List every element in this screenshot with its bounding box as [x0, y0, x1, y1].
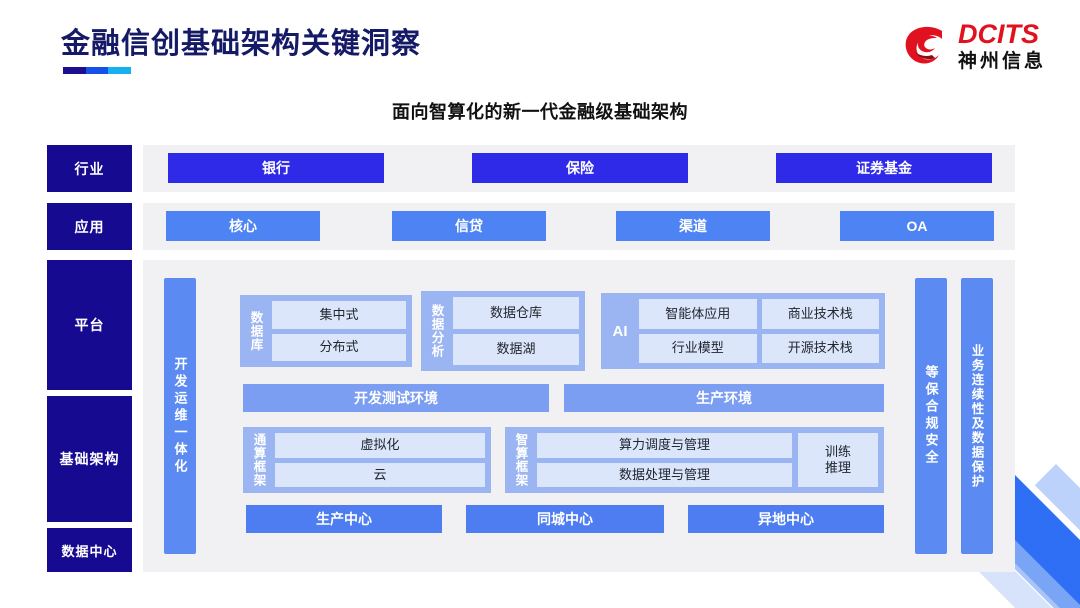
- page-header: 金融信创基础架构关键洞察 DCITS 神州信息: [0, 0, 1080, 88]
- cell-industry-model[interactable]: 行业模型: [639, 333, 757, 363]
- datacenter-chip-remote[interactable]: 异地中心: [688, 505, 884, 533]
- row-label-application: 应用: [47, 203, 132, 250]
- cell-agent-application[interactable]: 智能体应用: [639, 299, 757, 329]
- group-data-analysis: 数据分析 数据仓库 数据湖: [421, 291, 585, 371]
- industry-chip-insurance[interactable]: 保险: [472, 153, 688, 183]
- logo-cn-text: 神州信息: [957, 51, 1046, 72]
- cell-compute-scheduling[interactable]: 算力调度与管理: [537, 433, 792, 458]
- application-chip-oa[interactable]: OA: [840, 211, 994, 241]
- cell-data-warehouse[interactable]: 数据仓库: [453, 297, 579, 329]
- row-label-industry: 行业: [47, 145, 132, 192]
- title-underline-rule: [63, 67, 131, 74]
- application-chip-core[interactable]: 核心: [166, 211, 320, 241]
- diagram-subtitle: 面向智算化的新一代金融级基础架构: [392, 102, 688, 122]
- row-label-datacenter: 数据中心: [47, 528, 132, 572]
- brand-logo: DCITS 神州信息: [901, 18, 1046, 74]
- cell-commercial-stack[interactable]: 商业技术栈: [761, 299, 879, 329]
- cell-cloud[interactable]: 云: [275, 462, 485, 487]
- cell-opensource-stack[interactable]: 开源技术栈: [761, 333, 879, 363]
- group-ai: AI 智能体应用 商业技术栈 行业模型 开源技术栈: [601, 293, 885, 369]
- application-chip-credit[interactable]: 信贷: [392, 211, 546, 241]
- datacenter-chip-metro[interactable]: 同城中心: [466, 505, 664, 533]
- env-bar-development[interactable]: 开发测试环境: [243, 384, 549, 412]
- cell-data-lake[interactable]: 数据湖: [453, 333, 579, 365]
- cell-virtualization[interactable]: 虚拟化: [275, 433, 485, 458]
- cell-train-infer[interactable]: 训练推理: [798, 433, 878, 487]
- row-label-infrastructure: 基础架构: [47, 396, 132, 522]
- env-bar-production[interactable]: 生产环境: [564, 384, 884, 412]
- vertical-bar-devops: 开发运维一体化: [164, 278, 196, 554]
- row-label-platform: 平台: [47, 260, 132, 390]
- datacenter-chip-production[interactable]: 生产中心: [246, 505, 442, 533]
- application-chip-channel[interactable]: 渠道: [616, 211, 770, 241]
- cell-centralized[interactable]: 集中式: [272, 301, 406, 329]
- group-compute-framework: 通算框架 虚拟化 云: [243, 427, 491, 493]
- group-label-database: 数据库: [248, 310, 263, 352]
- cell-data-processing[interactable]: 数据处理与管理: [537, 462, 792, 487]
- group-label-data-analysis: 数据分析: [429, 304, 444, 358]
- industry-chip-securities[interactable]: 证券基金: [776, 153, 992, 183]
- logo-en-text: DCITS: [957, 19, 1039, 49]
- dcits-swirl-icon: [901, 22, 951, 70]
- group-database: 数据库 集中式 分布式: [240, 295, 412, 367]
- industry-chip-bank[interactable]: 银行: [168, 153, 384, 183]
- group-label-intelligent-framework: 智算框架: [513, 433, 528, 487]
- group-intelligent-framework: 智算框架 算力调度与管理 数据处理与管理 训练推理: [505, 427, 884, 493]
- vertical-bar-security: 等保合规安全: [915, 278, 947, 554]
- group-label-compute-framework: 通算框架: [251, 433, 266, 487]
- vertical-bar-continuity: 业务连续性及数据保护: [961, 278, 993, 554]
- cell-distributed[interactable]: 分布式: [272, 333, 406, 361]
- page-title: 金融信创基础架构关键洞察: [61, 28, 422, 60]
- group-label-ai: AI: [612, 322, 628, 340]
